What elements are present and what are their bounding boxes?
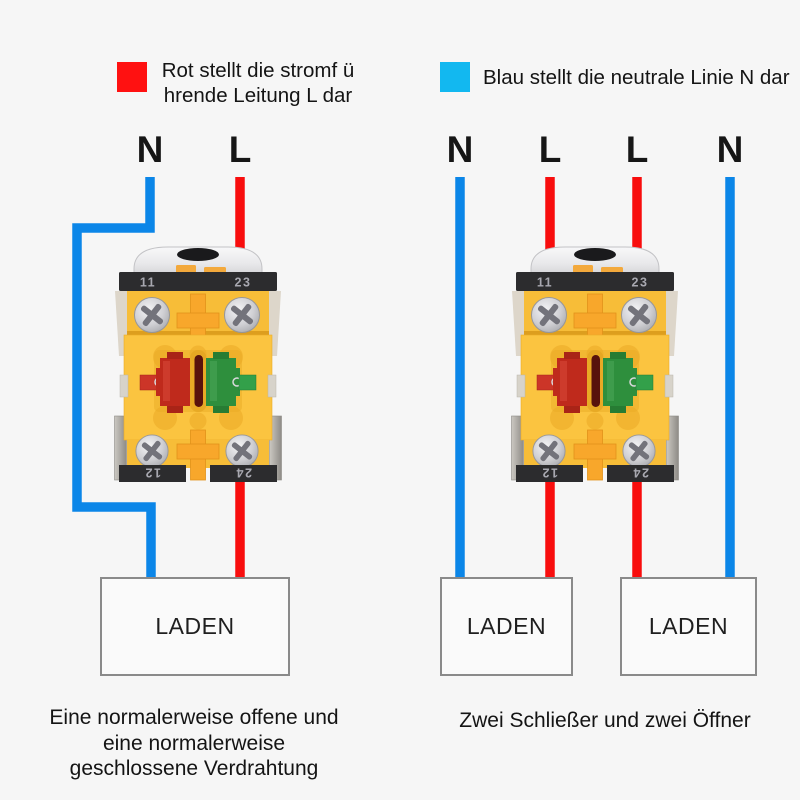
legend-neutral-swatch (440, 62, 470, 92)
left-label-l: L (228, 129, 252, 170)
left-caption-line2: eine normalerweise (102, 731, 286, 755)
legend-live-swatch (117, 62, 147, 92)
legend-live-line2: hrende Leitung L dar (163, 83, 353, 107)
legend-neutral-line1: Blau stellt die neutrale Linie N dar (483, 66, 790, 89)
left-label-n: N (136, 129, 164, 170)
pushbutton-switch-right (511, 244, 679, 482)
right-label-l2: L (625, 129, 649, 170)
left-neutral-wire (72, 177, 156, 579)
load-box-right-2: LADEN (620, 577, 757, 676)
load-box-left: LADEN (100, 577, 290, 676)
right-label-n1: N (446, 129, 474, 170)
left-caption-line1: Eine normalerweise offene und (49, 706, 339, 729)
legend-live-line1: Rot stellt die stromf ü (161, 59, 355, 82)
load-box-right1-label: LADEN (466, 613, 547, 639)
load-box-right-1: LADEN (440, 577, 573, 676)
right-caption: Zwei Schließer und zwei Öffner (455, 708, 755, 734)
load-box-right2-label: LADEN (648, 613, 729, 639)
left-caption: Eine normalerweise offene und eine norma… (44, 705, 344, 782)
blue-square-icon (440, 62, 470, 92)
right-caption-line1: Zwei Schließer und zwei Öffner (459, 709, 751, 732)
right-label-l1: L (538, 129, 562, 170)
legend-live-text: Rot stellt die stromf ü hrende Leitung L… (160, 59, 356, 108)
red-square-icon (117, 62, 147, 92)
load-box-left-label: LADEN (155, 613, 235, 639)
legend-neutral-text: Blau stellt die neutrale Linie N dar (483, 66, 790, 91)
left-caption-line3: geschlossene Verdrahtung (69, 757, 319, 780)
pushbutton-switch-left (114, 244, 282, 482)
right-label-n2: N (716, 129, 744, 170)
